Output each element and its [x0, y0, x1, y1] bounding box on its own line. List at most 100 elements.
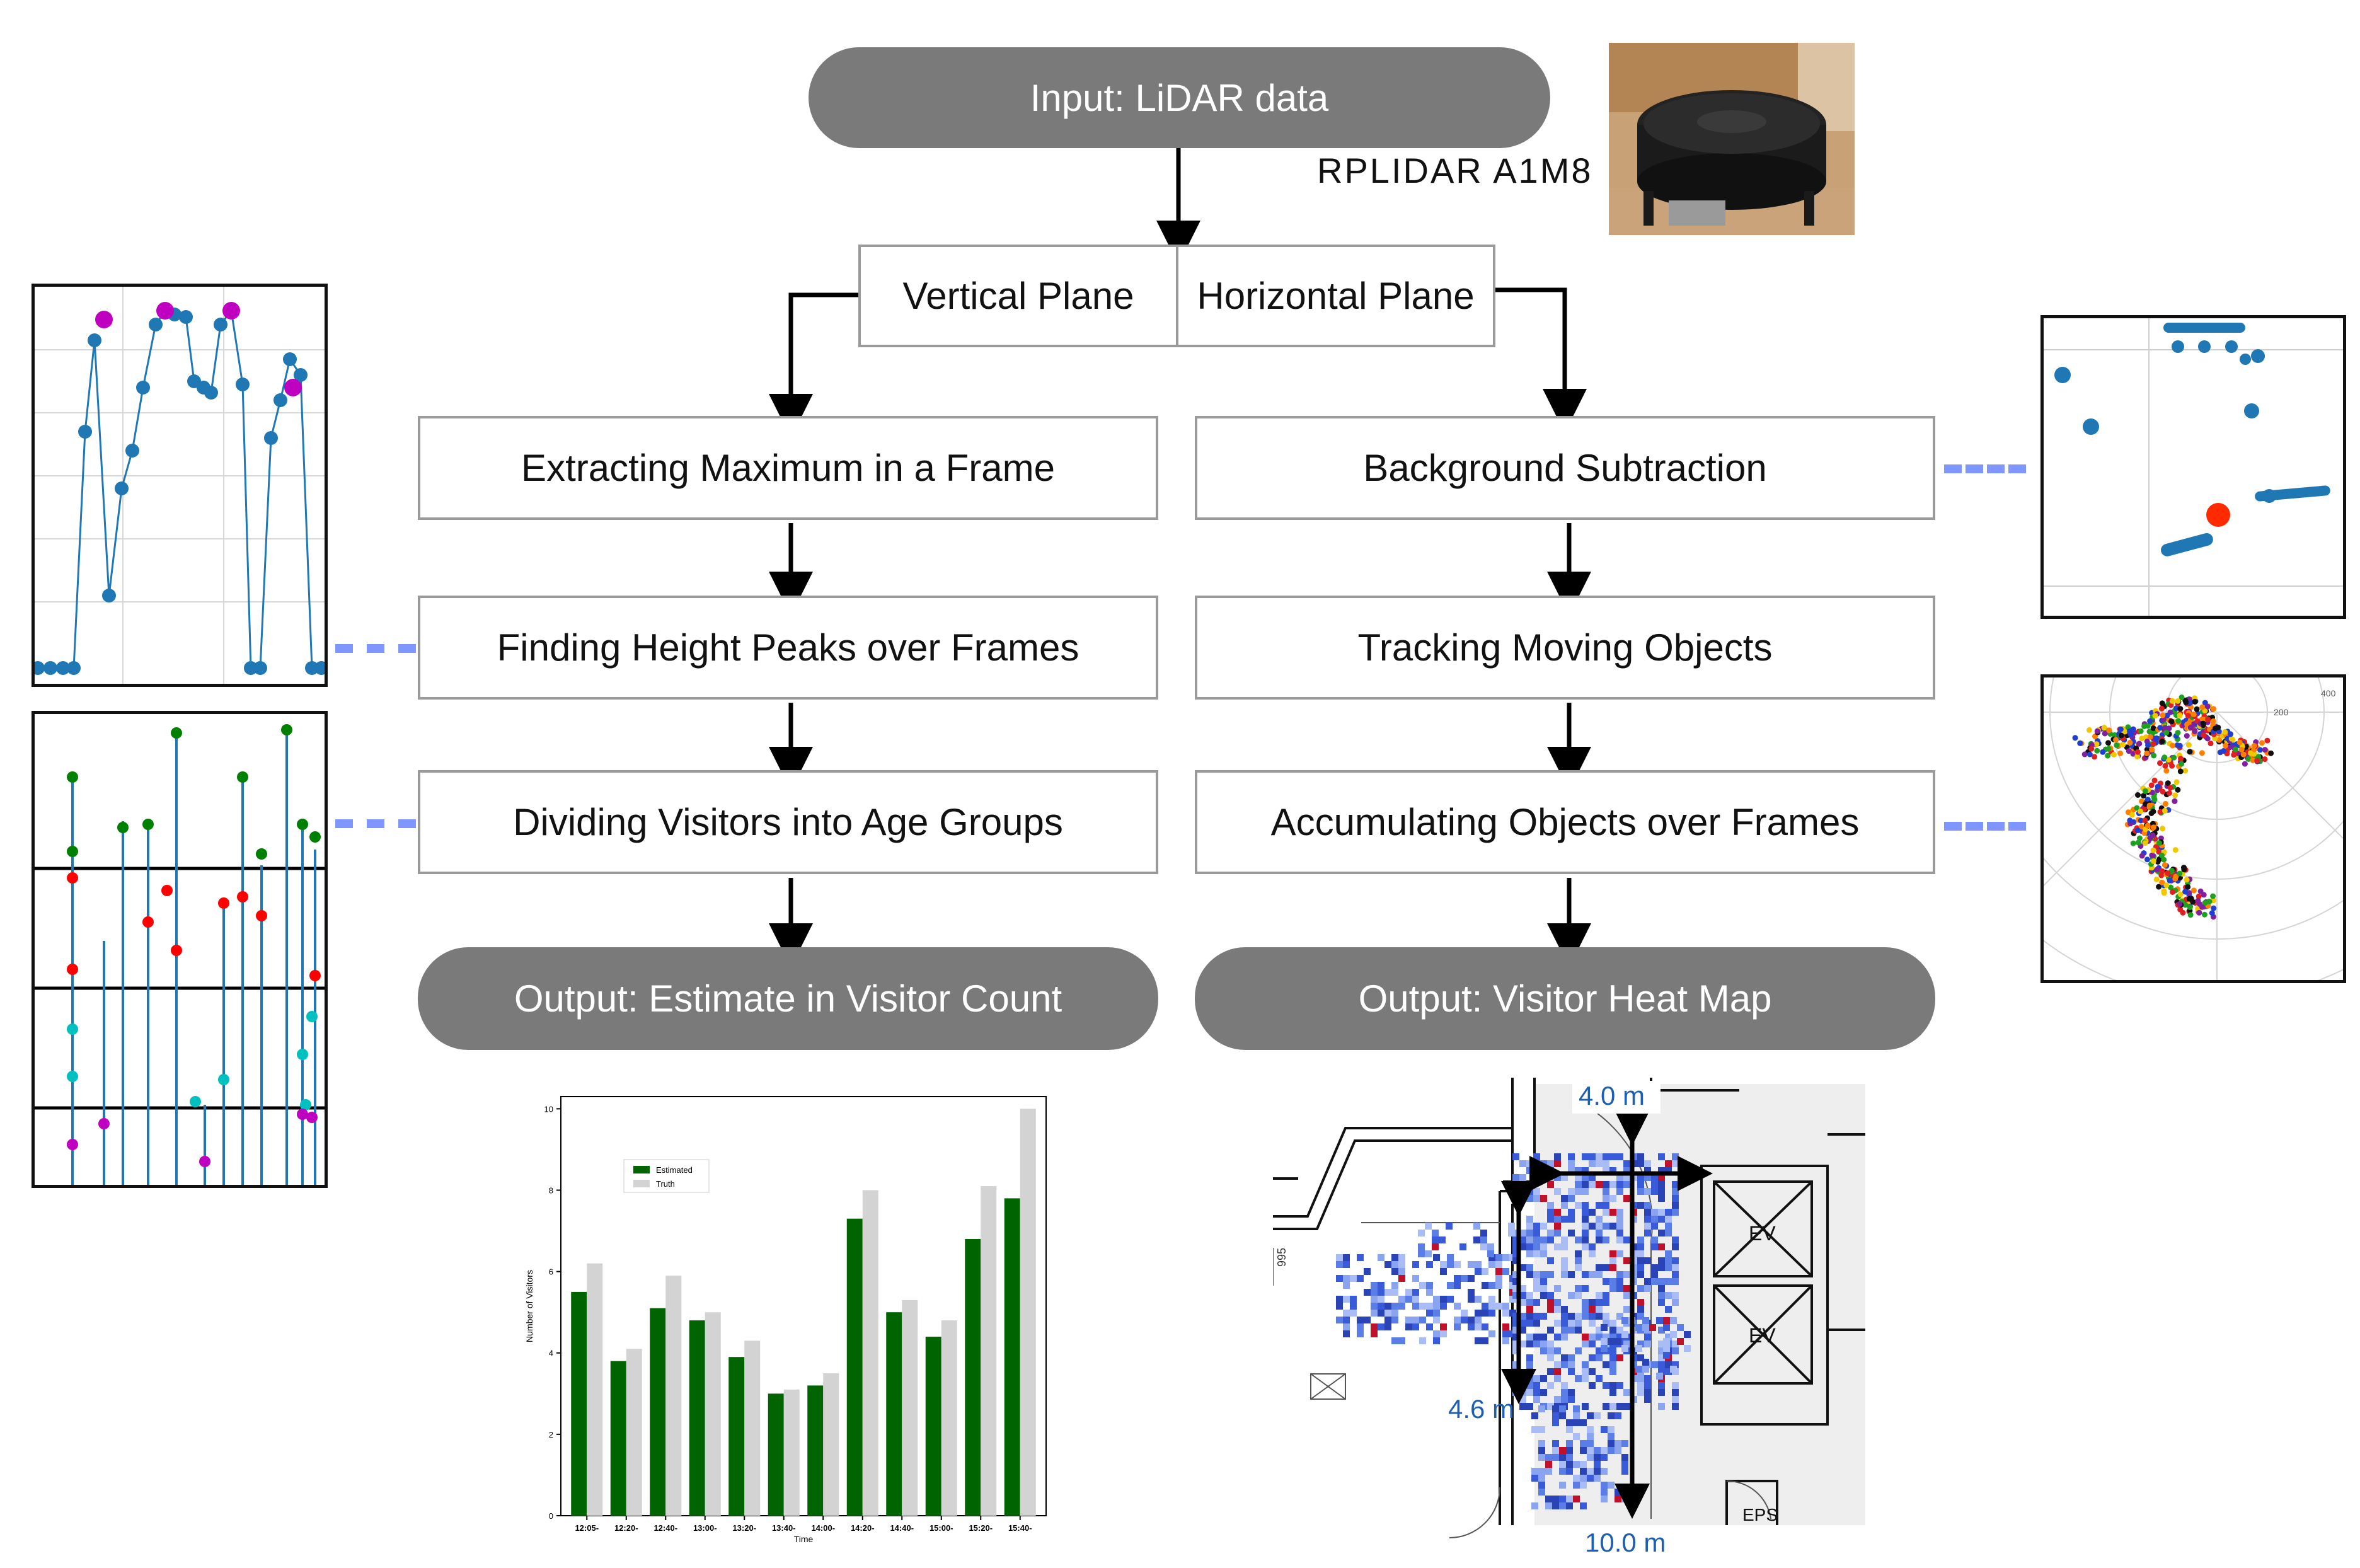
accumulated-point: [2126, 748, 2132, 754]
heat-cell: [1378, 1289, 1384, 1296]
heat-cell: [1644, 1209, 1651, 1216]
heat-cell: [1596, 1160, 1603, 1167]
heat-cell: [1538, 1454, 1545, 1461]
heat-cell: [1440, 1296, 1447, 1303]
heat-cell: [1405, 1289, 1412, 1296]
accumulated-point: [2155, 858, 2161, 865]
heat-cell: [1343, 1275, 1350, 1282]
accumulated-point: [2136, 835, 2143, 841]
heat-cell: [1603, 1188, 1609, 1195]
heat-cell: [1672, 1396, 1679, 1403]
heat-cell: [1488, 1282, 1495, 1289]
heat-cell: [1554, 1216, 1561, 1223]
heat-cell: [1519, 1396, 1526, 1403]
accumulated-point: [2092, 754, 2098, 760]
heat-cell: [1580, 1461, 1587, 1468]
heat-cell: [1594, 1412, 1601, 1419]
bar-estimated: [728, 1357, 745, 1516]
heat-cell: [1672, 1209, 1679, 1216]
heat-cell: [1391, 1282, 1398, 1289]
bar-estimated: [610, 1361, 626, 1516]
heat-cell: [1665, 1209, 1672, 1216]
heat-cell: [1561, 1334, 1568, 1340]
accumulated-point: [2175, 698, 2181, 704]
heat-cell: [1566, 1419, 1573, 1426]
heat-cell: [1459, 1243, 1466, 1250]
accumulated-point: [2201, 911, 2207, 918]
heat-cell: [1621, 1461, 1628, 1468]
accumulated-point: [2118, 732, 2124, 739]
heat-cell: [1336, 1296, 1343, 1303]
heat-cell: [1554, 1230, 1561, 1237]
accumulated-point: [2155, 783, 2161, 790]
bar-estimated: [650, 1308, 666, 1516]
heat-cell: [1596, 1334, 1603, 1340]
accumulated-point: [2158, 852, 2165, 858]
heat-cell: [1575, 1264, 1582, 1271]
heat-cell: [1378, 1282, 1384, 1289]
accumulated-point: [2129, 812, 2135, 818]
heat-cell: [1616, 1216, 1623, 1223]
accumulation-polar-svg: 200 400: [2044, 677, 2343, 980]
visitor-heat-map: 4.0 m 4.6 m 10.0 m EV EV EPS 995: [1272, 1078, 1865, 1563]
heat-cell: [1580, 1482, 1587, 1489]
heat-cell: [1582, 1237, 1589, 1243]
accumulated-point: [2153, 876, 2160, 882]
heat-cell: [1533, 1230, 1540, 1237]
heat-cell: [1447, 1254, 1454, 1261]
heat-cell: [1533, 1334, 1540, 1340]
accumulated-point: [2148, 782, 2155, 788]
heat-cell: [1533, 1250, 1540, 1257]
input-node: Input: LiDAR data: [809, 47, 1550, 148]
heat-cell: [1391, 1261, 1398, 1268]
heat-cell: [1526, 1223, 1533, 1230]
heat-cell: [1547, 1237, 1554, 1243]
heat-cell: [1508, 1230, 1515, 1237]
heat-cell: [1554, 1299, 1561, 1306]
horizontal-plane-node: Horizontal Plane: [1176, 245, 1495, 347]
heat-cell: [1596, 1264, 1603, 1271]
heat-cell: [1644, 1278, 1651, 1285]
heat-cell: [1547, 1354, 1554, 1361]
heat-cell: [1468, 1261, 1475, 1268]
heat-cell: [1609, 1181, 1616, 1188]
heat-cell: [1609, 1278, 1616, 1285]
accumulated-point: [2164, 712, 2170, 718]
left-step-1-label: Extracting Maximum in a Frame: [521, 447, 1055, 489]
heat-cell: [1644, 1223, 1651, 1230]
accumulated-point: [2159, 739, 2165, 744]
heat-cell: [1547, 1368, 1554, 1375]
heat-cell: [1468, 1323, 1475, 1330]
accumulated-point: [2142, 840, 2148, 846]
heat-cell: [1575, 1257, 1582, 1264]
heat-cell: [1566, 1502, 1573, 1509]
heat-cell: [1533, 1299, 1540, 1306]
heat-cell: [1684, 1331, 1691, 1338]
heat-cell: [1554, 1334, 1561, 1340]
bar-truth: [862, 1190, 878, 1516]
dash-connector: [335, 644, 416, 653]
accumulated-point: [2094, 747, 2100, 754]
heat-cell: [1502, 1323, 1509, 1330]
heat-cell: [1488, 1261, 1495, 1268]
accumulated-point: [2086, 727, 2092, 733]
heat-cell: [1596, 1306, 1603, 1313]
heat-cell: [1561, 1396, 1568, 1403]
heat-cell: [1364, 1268, 1371, 1275]
heat-cell: [1609, 1361, 1616, 1368]
heat-cell: [1538, 1426, 1545, 1433]
heat-cell: [1495, 1303, 1502, 1310]
heat-cell: [1440, 1303, 1447, 1310]
accumulated-point: [2102, 730, 2108, 737]
heat-cell: [1637, 1375, 1644, 1382]
heat-cell: [1350, 1296, 1357, 1303]
right-step-3-label: Accumulating Objects over Frames: [1270, 801, 1860, 843]
x-tick-label: 15:00-: [930, 1523, 953, 1533]
accumulated-point: [2242, 761, 2248, 767]
output-right-node: Output: Visitor Heat Map: [1195, 947, 1935, 1050]
heat-cell: [1488, 1296, 1495, 1303]
heat-cell: [1608, 1426, 1615, 1433]
heat-cell: [1573, 1461, 1580, 1468]
heat-cell: [1635, 1345, 1642, 1352]
heat-cell: [1350, 1303, 1357, 1310]
